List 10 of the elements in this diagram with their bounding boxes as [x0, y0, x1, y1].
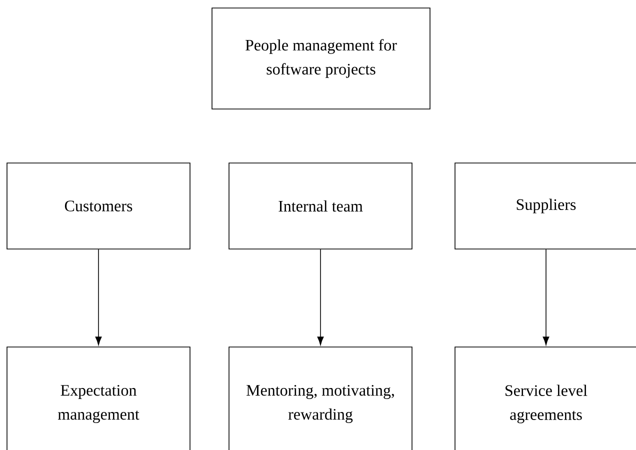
box: People management for software projects	[212, 8, 430, 110]
box: Internal team	[228, 162, 412, 250]
arrow	[542, 249, 550, 346]
box: Expectation management	[6, 346, 190, 450]
box: Suppliers	[454, 162, 636, 250]
box: Mentoring, motivating, rewarding	[228, 346, 412, 450]
arrow	[95, 249, 102, 346]
arrow	[317, 249, 324, 346]
box: Customers	[6, 162, 190, 250]
box: Service level agreements	[454, 346, 636, 450]
